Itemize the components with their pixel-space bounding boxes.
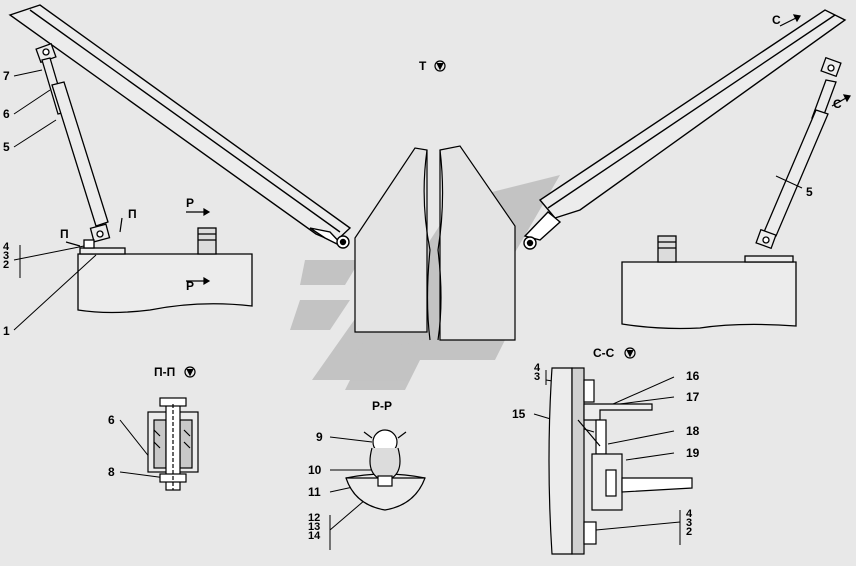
callout-stack-4-3-2-left: 4 3 2 (3, 241, 10, 271)
detail-pi-pi (147, 397, 199, 491)
section-arrows (65, 14, 851, 286)
callout-15: 15 (512, 407, 526, 421)
detail-p-p (345, 429, 426, 511)
right-strut (755, 56, 842, 250)
callout-16: 16 (686, 369, 700, 383)
view-title-pi-pi: П-П (154, 365, 176, 379)
callout-5-right: 5 (806, 185, 813, 199)
section-mark-pi-left: П (60, 227, 69, 241)
callout-10: 10 (308, 463, 322, 477)
view-title-t: Т (419, 59, 427, 73)
callout-stack-4-3-2-cc: 4 3 2 (686, 508, 693, 538)
callout-6: 6 (3, 107, 10, 121)
section-mark-p-upper: Р (186, 196, 195, 210)
center-stand (354, 145, 516, 341)
left-beam (8, 4, 352, 249)
callout-18: 18 (686, 424, 700, 438)
callout-5-left: 5 (3, 140, 10, 154)
callout-stack-4-3-cc: 4 3 (534, 362, 541, 383)
callout-11: 11 (308, 485, 321, 499)
callout-1: 1 (3, 324, 10, 338)
rotation-view-icon (184, 60, 636, 378)
section-mark-p-lower: Р (186, 279, 195, 293)
section-mark-c-top: С (772, 13, 781, 27)
right-beam (523, 9, 847, 250)
callout-8: 8 (108, 465, 115, 479)
detail-c-c (548, 367, 693, 555)
callout-stack-12-13-14: 12 13 14 (308, 512, 321, 542)
section-mark-pi-right: П (128, 207, 137, 221)
callout-6-detail: 6 (108, 413, 115, 427)
left-body-block (77, 227, 253, 314)
section-mark-c-right: С (833, 97, 842, 111)
callout-19: 19 (686, 446, 700, 460)
view-title-p-p: Р-Р (372, 399, 393, 413)
left-strut (35, 42, 111, 243)
callout-17: 17 (686, 390, 700, 404)
view-title-c-c: С-С (593, 346, 615, 360)
right-body-block (621, 235, 797, 330)
callout-7: 7 (3, 69, 10, 83)
callout-9: 9 (316, 430, 323, 444)
